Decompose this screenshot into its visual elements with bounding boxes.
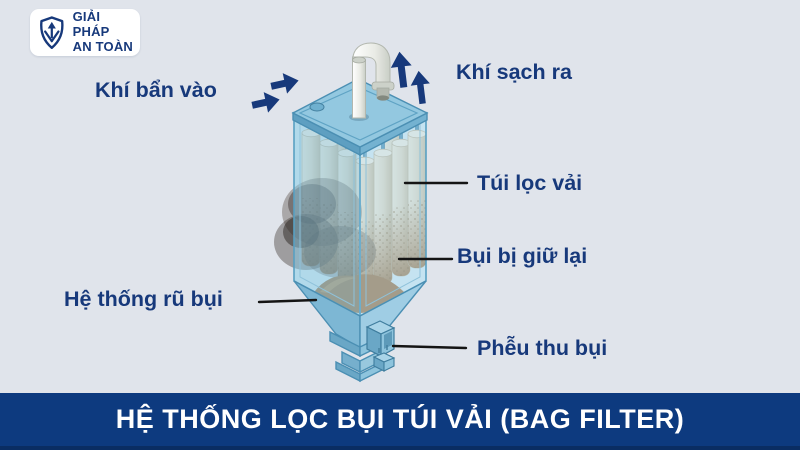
label-shaking-system: Hệ thống rũ bụi	[64, 287, 223, 311]
outlet-arrow-icon	[390, 51, 412, 88]
logo-line1: GIẢI PHÁP	[72, 9, 110, 40]
outlet-pipe	[349, 42, 395, 121]
banner-title: HỆ THỐNG LỌC BỤI TÚI VẢI (BAG FILTER)	[115, 404, 685, 434]
inlet-arrow-icon	[251, 92, 280, 113]
brand-logo: GIẢI PHÁP AN TOÀN	[30, 9, 140, 56]
lid-port	[309, 102, 325, 112]
discharge-outlet	[372, 345, 396, 372]
title-banner: HỆ THỐNG LỌC BỤI TÚI VẢI (BAG FILTER)	[0, 393, 800, 450]
inlet-arrow-icon	[270, 73, 299, 94]
outlet-arrow-icon	[410, 70, 430, 105]
shaker-motor-box	[365, 320, 396, 358]
logo-line2: AN TOÀN	[72, 38, 133, 54]
leader-line-hopper	[391, 344, 468, 350]
filter-bag	[373, 140, 393, 285]
filter-bag	[407, 121, 427, 269]
label-clean-air-out: Khí sạch ra	[456, 60, 572, 84]
housing-lid	[291, 78, 429, 157]
label-filter-bags: Túi lọc vải	[477, 171, 583, 195]
label-dust-retained: Bụi bị giữ lại	[457, 244, 588, 268]
label-dirty-air-in: Khí bẩn vào	[95, 78, 217, 102]
leader-line-shaking-system	[257, 298, 318, 304]
label-dust-hopper: Phễu thu bụi	[477, 336, 608, 360]
shield-arrow-icon	[40, 15, 64, 49]
housing-walls	[293, 111, 427, 318]
